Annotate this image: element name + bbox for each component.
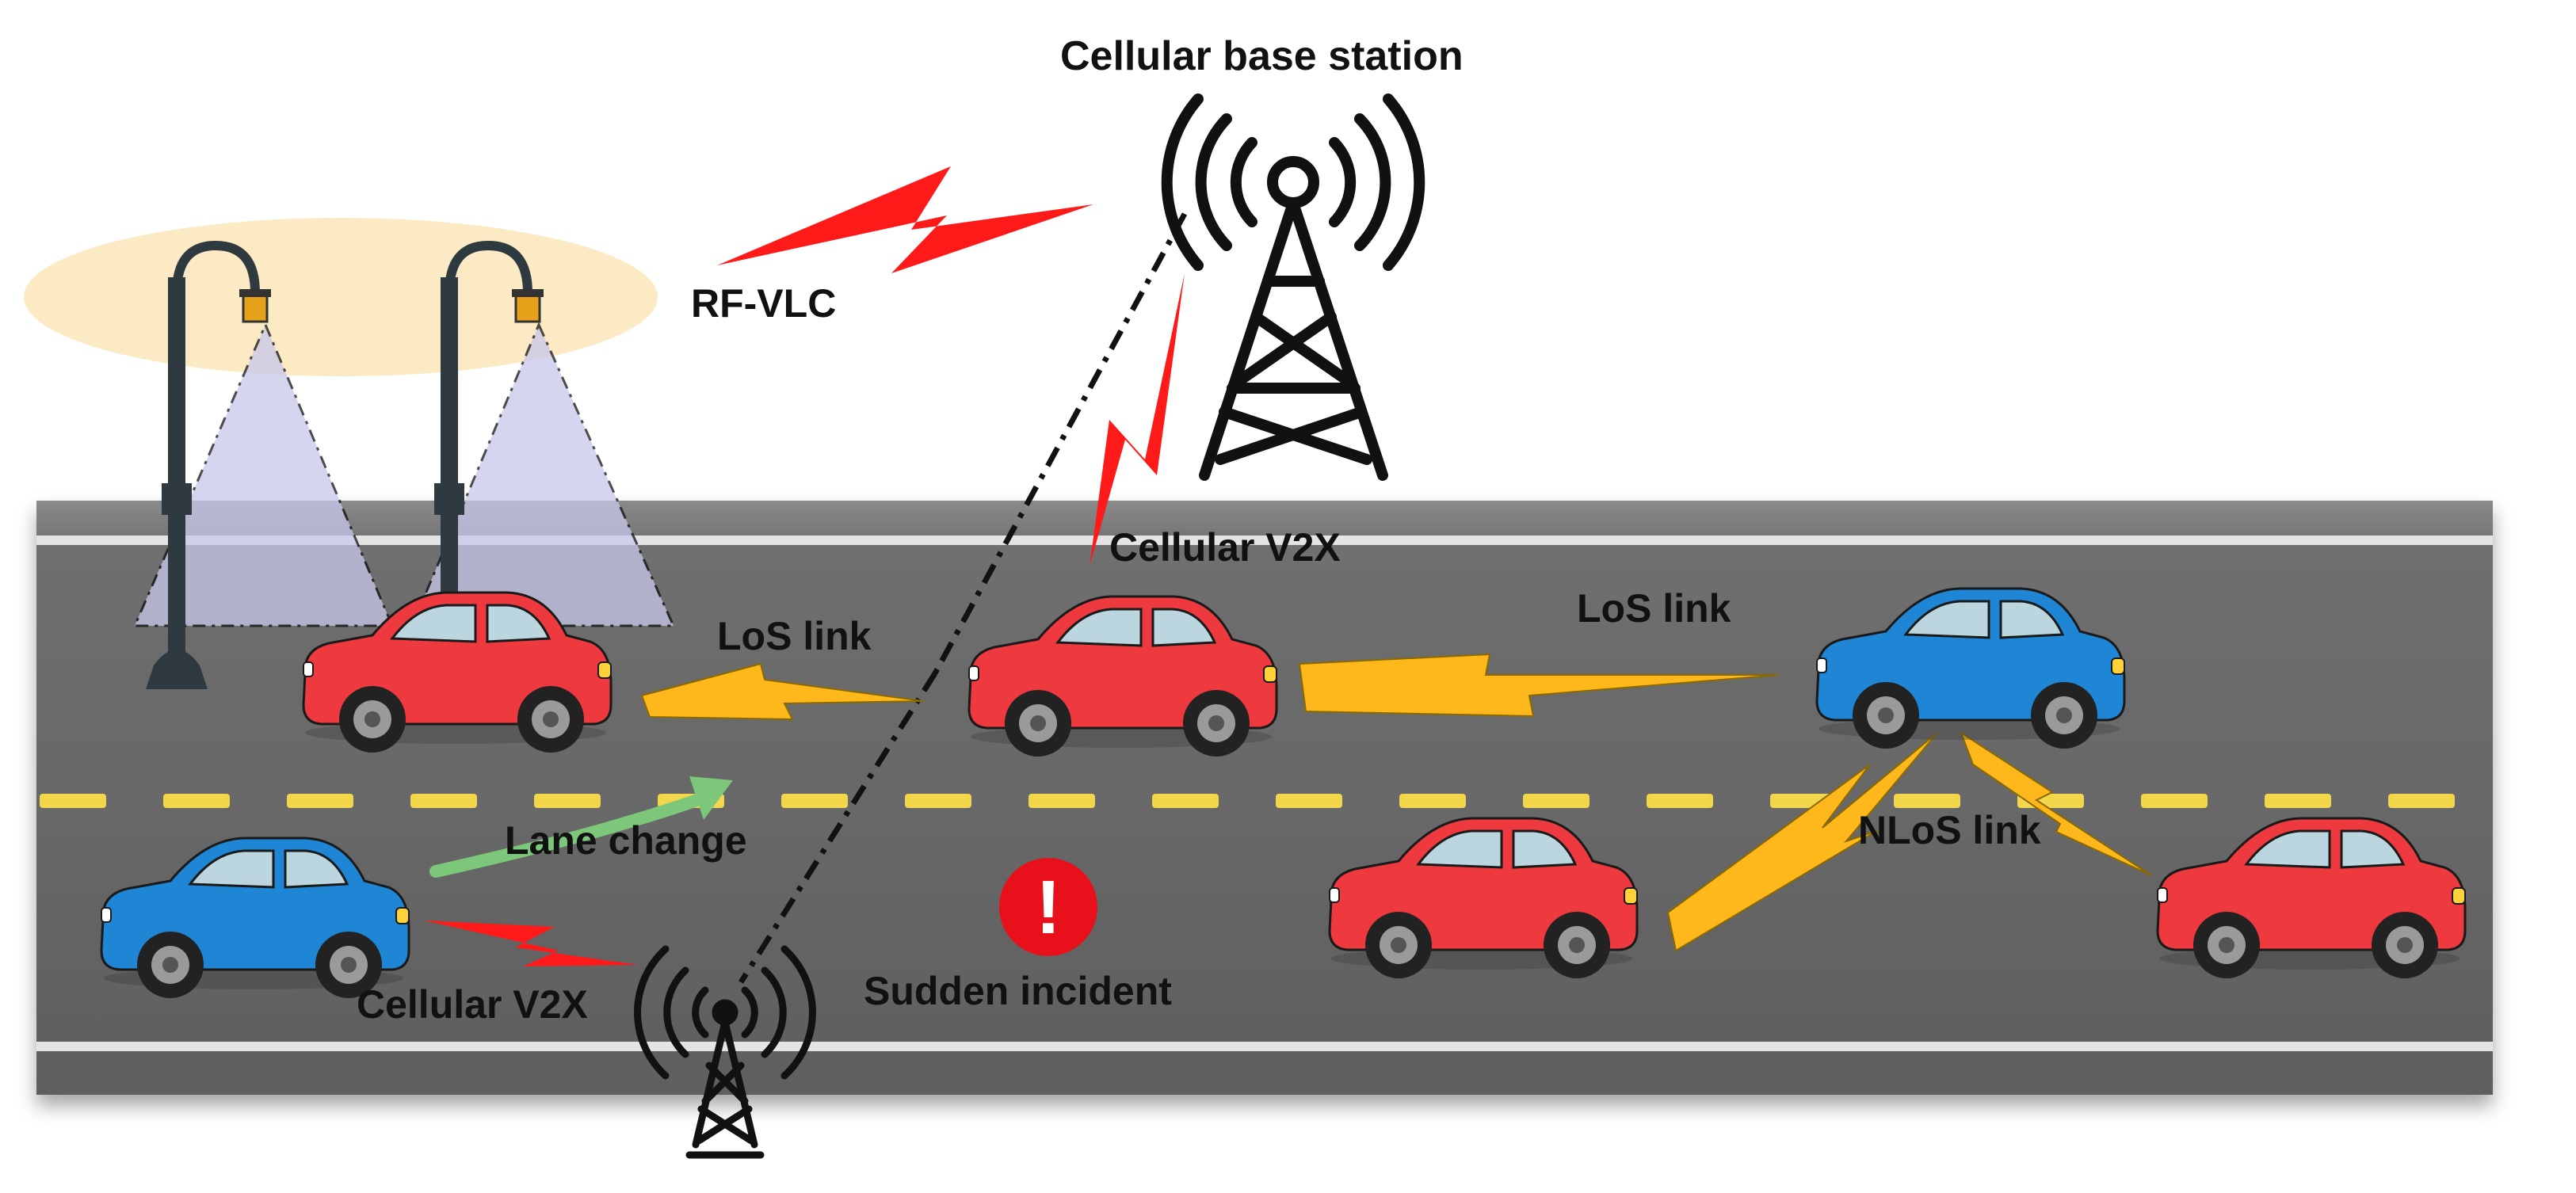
label-cellular-v2x-top: Cellular V2X bbox=[1109, 525, 1341, 570]
lane-dash bbox=[1894, 794, 1960, 808]
curved-arrow-icon bbox=[429, 776, 733, 878]
label-sudden-incident: Sudden incident bbox=[864, 969, 1172, 1013]
lane-dash bbox=[781, 794, 848, 808]
lightning-bolt-icon bbox=[717, 166, 1093, 273]
label-los-link-right: LoS link bbox=[1577, 586, 1731, 631]
lane-dash bbox=[1152, 794, 1219, 808]
cell-tower-icon bbox=[1161, 93, 1425, 481]
lane-dash bbox=[2265, 794, 2331, 808]
label-los-link-left: LoS link bbox=[717, 614, 872, 658]
lane-dash bbox=[1399, 794, 1466, 808]
lightning-bolt-icon bbox=[640, 662, 924, 721]
label-rf-vlc: RF-VLC bbox=[691, 281, 836, 326]
lane-dash bbox=[1028, 794, 1095, 808]
label-cellular-v2x-bottom: Cellular V2X bbox=[357, 982, 588, 1027]
lane-dash bbox=[534, 794, 601, 808]
lane-divider bbox=[40, 794, 2455, 808]
warning-icon: ! bbox=[999, 858, 1097, 956]
lightning-bolt-icon bbox=[424, 920, 638, 966]
lane-dash bbox=[1523, 794, 1589, 808]
lane-dash bbox=[1647, 794, 1713, 808]
small-cell-tower-icon bbox=[634, 945, 816, 1159]
label-nlos-link: NLoS link bbox=[1858, 808, 2041, 852]
lane-dash bbox=[410, 794, 477, 808]
lightning-bolt-icon bbox=[1959, 730, 2152, 876]
lightning-bolt-icon bbox=[1298, 653, 1780, 718]
lane-dash bbox=[163, 794, 230, 808]
incident-mark: ! bbox=[1036, 865, 1061, 950]
lane-dash bbox=[905, 794, 971, 808]
lane-dash bbox=[1276, 794, 1342, 808]
lane-dash bbox=[2388, 794, 2455, 808]
lane-dash bbox=[287, 794, 353, 808]
label-lane-change: Lane change bbox=[505, 818, 747, 863]
light-cone-left bbox=[132, 322, 395, 627]
lane-dash bbox=[40, 794, 106, 808]
street-light-glow bbox=[24, 218, 658, 376]
link-line-car-to-small-tower bbox=[738, 672, 937, 984]
label-base-station: Cellular base station bbox=[1060, 33, 1464, 79]
lightning-bolt-icon bbox=[1666, 732, 1938, 952]
lane-dash bbox=[2141, 794, 2208, 808]
